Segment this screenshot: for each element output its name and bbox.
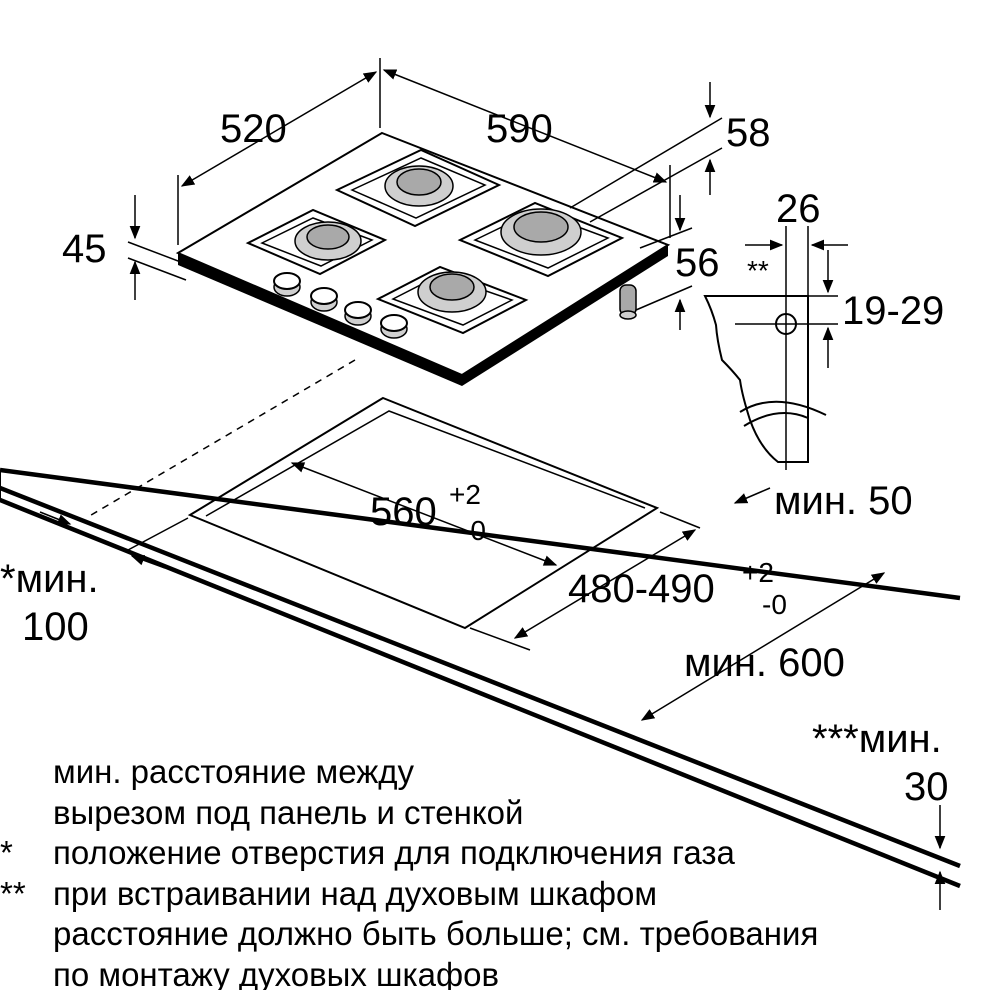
control-knobs [273, 272, 408, 339]
gas-depth-label: 56 [675, 241, 720, 285]
note-marker: ** [0, 874, 26, 912]
worktop-cutout [187, 396, 660, 630]
cutout-depth-tol-minus: -0 [762, 589, 787, 620]
gas-offset-label: 26 [776, 187, 821, 231]
note-line: * положение отверстия для подключения га… [0, 833, 1000, 874]
thickness-min-value: 30 [904, 765, 949, 809]
side-min-label: *мин. [0, 557, 99, 601]
note-text: мин. расстояние между [53, 753, 415, 790]
depth-label: 520 [220, 107, 287, 151]
thickness-min-label: ***мин. [812, 717, 942, 761]
gas-height-label: 19-29 [842, 289, 944, 333]
note-text: при встраивании над духовым шкафом [53, 874, 658, 912]
cutout-depth-label: 480-490 [568, 567, 715, 611]
gas-marker-label: ** [747, 255, 769, 286]
note-line: расстояние должно быть больше; см. требо… [0, 914, 1000, 955]
cutout-width-label: 560 [370, 490, 437, 534]
note-text: положение отверстия для подключения газа [53, 834, 735, 871]
worktop-min-label: мин. 600 [684, 641, 845, 685]
cutout-width-tol-plus: +2 [449, 479, 481, 510]
gas-connection-detail [703, 226, 848, 470]
note-line: вырезом под панель и стенкой [0, 793, 1000, 834]
note-text: вырезом под панель и стенкой [53, 793, 524, 831]
note-marker: * [0, 834, 13, 871]
burner-back-right [457, 201, 625, 278]
dimension-lines [39, 58, 946, 910]
burner-front-right [375, 265, 529, 335]
rear-min-label: мин. 50 [774, 479, 913, 523]
height-label: 45 [62, 227, 107, 271]
front-offset-label: 58 [726, 111, 771, 155]
burner-front-left [245, 208, 388, 276]
note-line: по монтажу духовых шкафов [0, 955, 1000, 990]
notes-legend: мин. расстояние между вырезом под панель… [0, 752, 1000, 990]
note-text: расстояние должно быть больше; см. требо… [53, 915, 819, 952]
cutout-width-tol-minus: -0 [461, 515, 486, 546]
gas-hob [175, 131, 671, 386]
width-label: 590 [486, 107, 553, 151]
note-line: ** при встраивании над духовым шкафом [0, 874, 1000, 915]
note-line: мин. расстояние между [0, 752, 1000, 793]
side-min-value: 100 [22, 605, 89, 649]
cutout-depth-tol-plus: +2 [742, 557, 774, 588]
note-text: по монтажу духовых шкафов [53, 955, 500, 990]
